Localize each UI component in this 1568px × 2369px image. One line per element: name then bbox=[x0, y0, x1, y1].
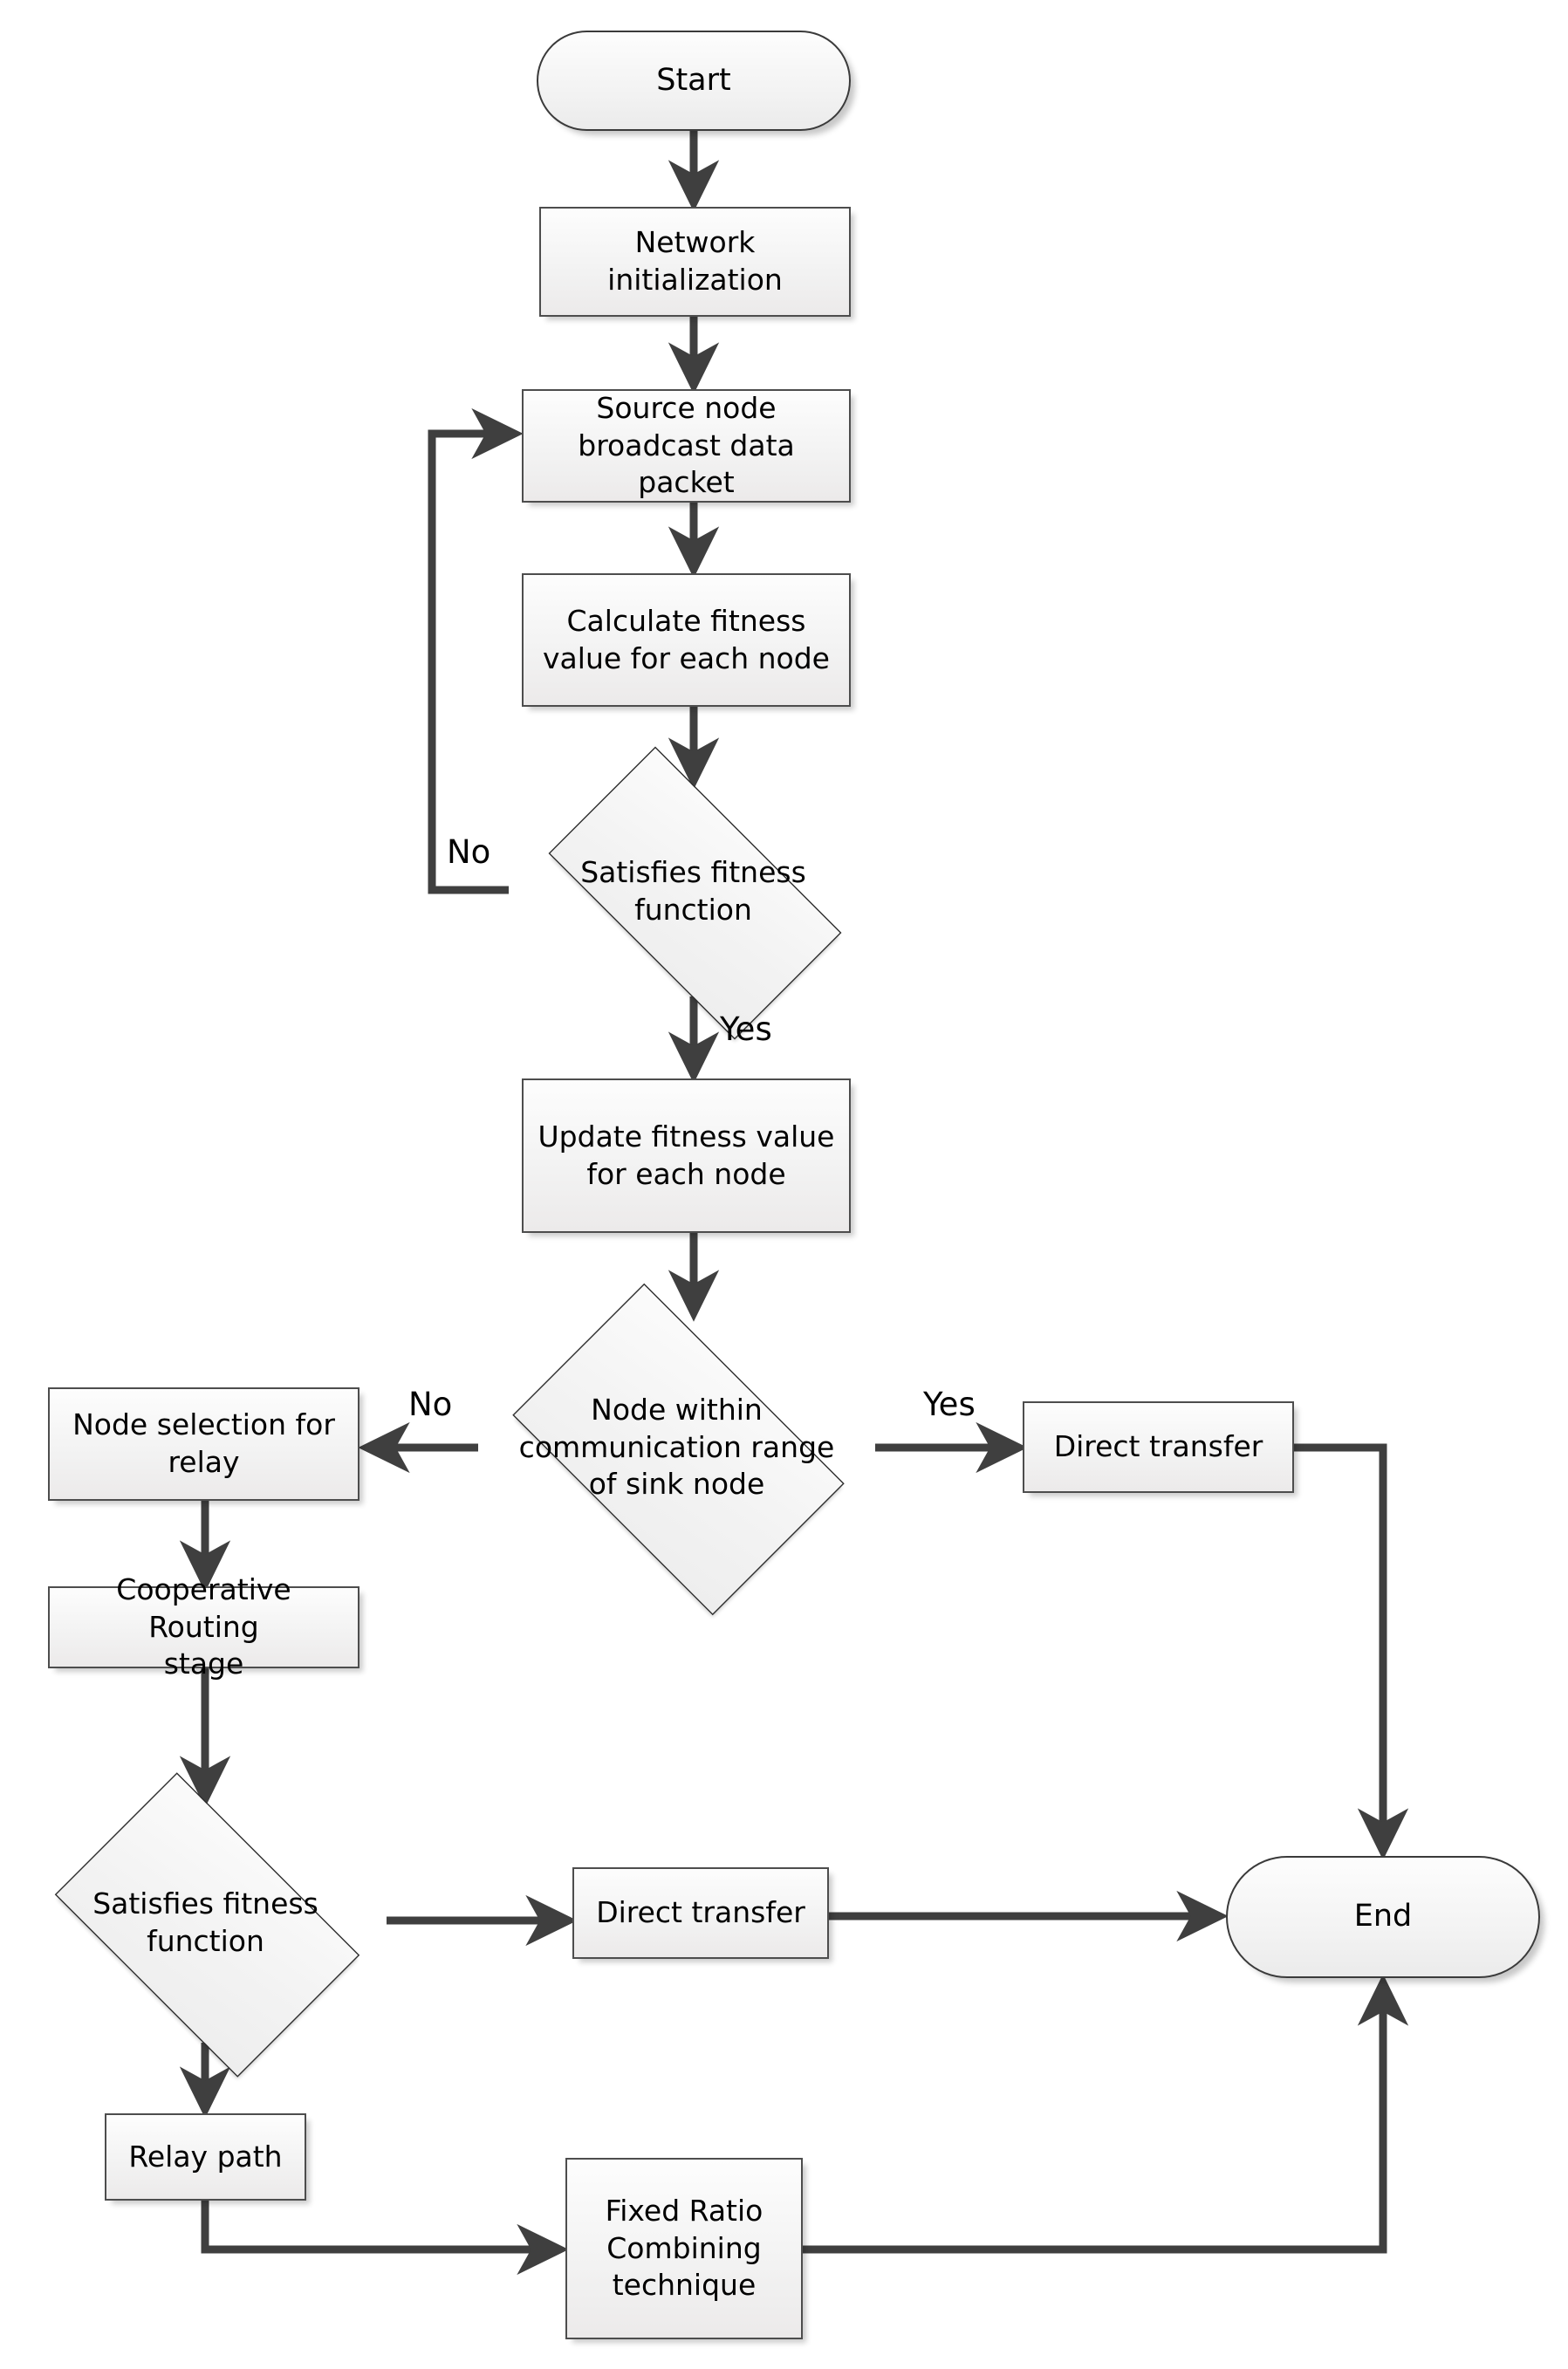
node-calculate-fitness[interactable]: Calculate fitness value for each node bbox=[522, 573, 851, 707]
node-end-label: End bbox=[1353, 1899, 1413, 1934]
node-cooperative-routing-stage-label: Cooperative Routing stage bbox=[116, 1571, 291, 1681]
node-node-selection-for-relay-label: Node selection for relay bbox=[72, 1407, 335, 1479]
edge-label-fitness-yes: Yes bbox=[720, 1010, 772, 1048]
node-decision-satisfies-fitness-2[interactable]: Satisfies fitness function bbox=[24, 1772, 387, 2078]
node-relay-path-label: Relay path bbox=[128, 2139, 283, 2174]
node-decision-satisfies-fitness-2-label: Satisfies fitness function bbox=[92, 1886, 318, 1958]
node-direct-transfer-bottom[interactable]: Direct transfer bbox=[572, 1867, 829, 1959]
node-source-node-broadcast[interactable]: Source node broadcast data packet bbox=[522, 389, 851, 503]
edge-label-range-no: No bbox=[408, 1386, 453, 1423]
edge-fixed-ratio-to-end bbox=[803, 1974, 1409, 2254]
node-start[interactable]: Start bbox=[537, 31, 851, 131]
node-calculate-fitness-label: Calculate fitness value for each node bbox=[543, 603, 830, 675]
node-direct-transfer-top[interactable]: Direct transfer bbox=[1023, 1401, 1294, 1493]
node-network-initialization[interactable]: Network initialization bbox=[539, 207, 851, 317]
node-update-fitness-label: Update fitness value for each node bbox=[538, 1119, 835, 1191]
node-relay-path[interactable]: Relay path bbox=[105, 2113, 306, 2201]
edge-decision1-no-loopback bbox=[428, 407, 524, 894]
edge-label-range-yes: Yes bbox=[923, 1386, 976, 1423]
edge-direct-transfer-top-to-end bbox=[1294, 1443, 1409, 1860]
node-node-selection-for-relay[interactable]: Node selection for relay bbox=[48, 1387, 359, 1501]
node-direct-transfer-bottom-label: Direct transfer bbox=[596, 1895, 805, 1930]
node-end[interactable]: End bbox=[1226, 1856, 1540, 1978]
node-decision-node-within-range-label: Node within communication range of sink … bbox=[518, 1392, 835, 1502]
edge-label-fitness-no: No bbox=[447, 833, 491, 871]
node-cooperative-routing-stage[interactable]: Cooperative Routing stage bbox=[48, 1572, 359, 1681]
node-decision-satisfies-fitness-1[interactable]: Satisfies fitness function bbox=[509, 746, 878, 1040]
node-fixed-ratio-combining-label: Fixed Ratio Combining technique bbox=[605, 2193, 763, 2303]
edge-relay-path-to-fixed-ratio bbox=[201, 2201, 569, 2276]
node-source-node-broadcast-label: Source node broadcast data packet bbox=[578, 390, 795, 500]
node-fixed-ratio-combining[interactable]: Fixed Ratio Combining technique bbox=[565, 2158, 803, 2339]
node-update-fitness[interactable]: Update fitness value for each node bbox=[522, 1078, 851, 1233]
node-decision-satisfies-fitness-1-label: Satisfies fitness function bbox=[580, 854, 806, 927]
node-start-label: Start bbox=[656, 62, 731, 98]
node-direct-transfer-top-label: Direct transfer bbox=[1053, 1429, 1263, 1464]
node-decision-node-within-range[interactable]: Node within communication range of sink … bbox=[478, 1283, 875, 1616]
node-network-initialization-label: Network initialization bbox=[607, 225, 783, 297]
